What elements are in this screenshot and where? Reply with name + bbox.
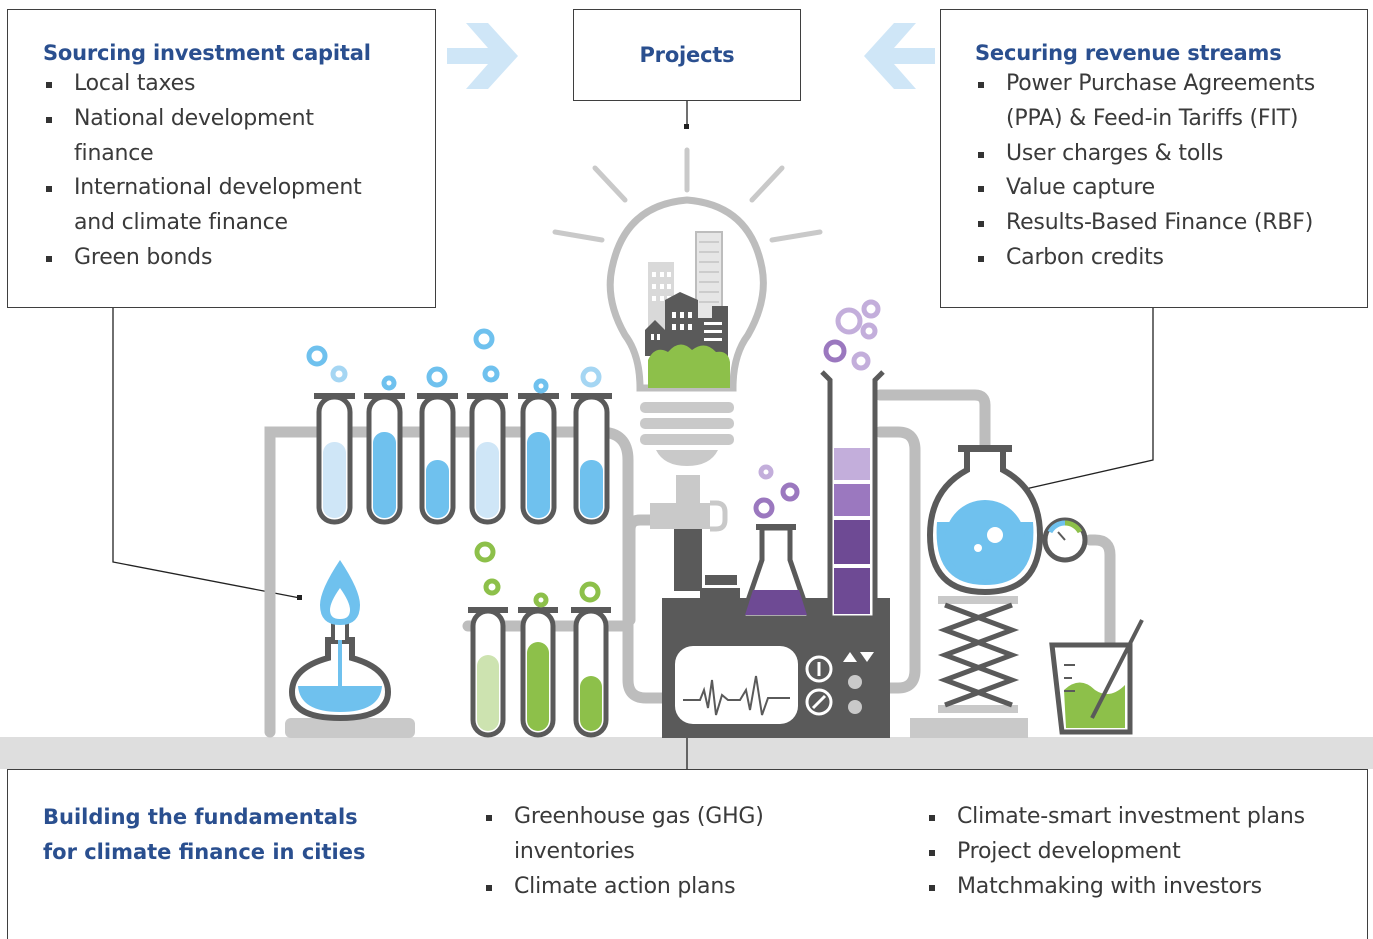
round-bottom-flask-icon bbox=[926, 445, 1044, 596]
test-tube-icon bbox=[468, 607, 508, 738]
light-bulb-icon bbox=[606, 196, 767, 466]
list-item: Results-Based Finance (RBF) bbox=[975, 206, 1367, 241]
list-item: User charges & tolls bbox=[975, 137, 1367, 172]
revenue-streams-box: Securing revenue streams Power Purchase … bbox=[940, 9, 1368, 308]
beaker-icon bbox=[1049, 619, 1144, 735]
test-tube-icon bbox=[314, 393, 355, 525]
left-arrow-icon bbox=[864, 23, 935, 89]
list-item: Climate action plans bbox=[483, 870, 863, 905]
blue-test-tubes bbox=[306, 328, 612, 525]
monitor-machine-icon bbox=[662, 575, 890, 738]
projects-title: Projects bbox=[639, 43, 735, 67]
fundamentals-list-1: Greenhouse gas (GHG) inventories Climate… bbox=[483, 800, 863, 904]
list-item: Green bonds bbox=[43, 241, 435, 276]
list-item: Power Purchase Agreements (PPA) & Feed-i… bbox=[975, 67, 1346, 137]
bulb-stand bbox=[650, 475, 728, 591]
test-tube-icon bbox=[417, 393, 458, 525]
list-item: Carbon credits bbox=[975, 241, 1367, 276]
sourcing-capital-box: Sourcing investment capital Local taxes … bbox=[7, 9, 436, 308]
test-tube-icon bbox=[571, 607, 611, 738]
right-arrow-icon bbox=[447, 23, 518, 89]
revenue-streams-title: Securing revenue streams bbox=[975, 41, 1282, 65]
list-item: National development finance bbox=[43, 102, 374, 172]
test-tube-icon bbox=[518, 393, 559, 525]
bulb-rays bbox=[552, 147, 823, 243]
list-item: Project development bbox=[926, 835, 1366, 870]
graduated-cylinder-icon bbox=[820, 299, 885, 621]
pressure-gauge-icon bbox=[1042, 517, 1088, 563]
list-item: Value capture bbox=[975, 171, 1367, 206]
test-tube-icon bbox=[571, 393, 612, 525]
fundamentals-list-2: Climate-smart investment plans Project d… bbox=[926, 800, 1366, 904]
bunsen-burner-icon bbox=[285, 560, 415, 738]
sourcing-capital-list: Local taxes National development finance… bbox=[43, 67, 435, 276]
lab-jack bbox=[910, 596, 1028, 738]
green-test-tubes bbox=[468, 541, 611, 738]
erlenmeyer-flask-icon bbox=[738, 464, 814, 621]
projects-box: Projects bbox=[573, 9, 801, 101]
revenue-streams-list: Power Purchase Agreements (PPA) & Feed-i… bbox=[975, 67, 1367, 276]
list-item: Local taxes bbox=[43, 67, 435, 102]
list-item: Greenhouse gas (GHG) inventories bbox=[483, 800, 804, 870]
list-item: International development and climate fi… bbox=[43, 171, 404, 241]
fundamentals-title: Building the fundamentals for climate fi… bbox=[43, 805, 366, 864]
sourcing-capital-title: Sourcing investment capital bbox=[43, 41, 371, 65]
list-item: Matchmaking with investors bbox=[926, 870, 1366, 905]
fundamentals-box: Building the fundamentals for climate fi… bbox=[7, 769, 1368, 939]
test-tube-icon bbox=[364, 393, 405, 525]
list-item: Climate-smart investment plans bbox=[926, 800, 1366, 835]
test-tube-icon bbox=[518, 607, 558, 738]
test-tube-icon bbox=[467, 393, 508, 525]
